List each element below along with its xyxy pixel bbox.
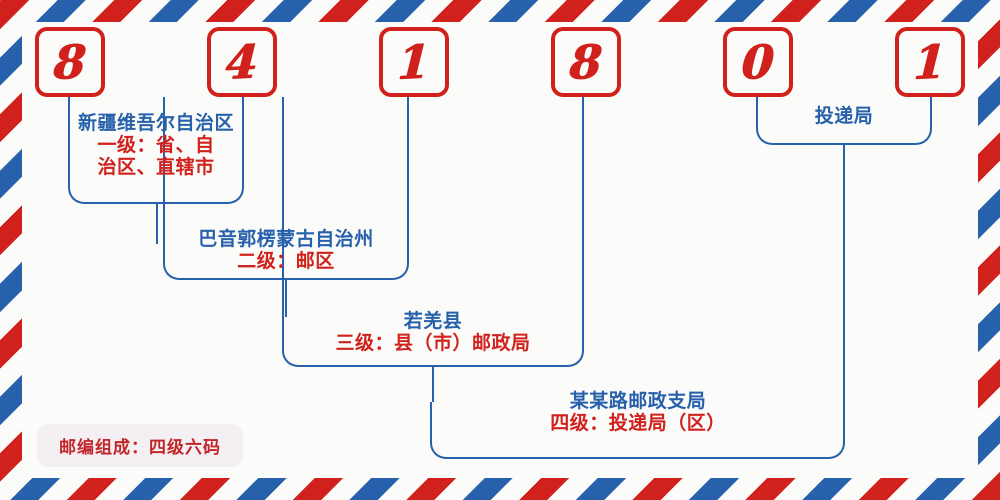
- level-4-bracket: [430, 402, 845, 459]
- postcode-digit-2: 4: [224, 34, 260, 90]
- postcode-digit-6: 1: [912, 34, 948, 90]
- level-1-level-line1: 一级：省、自: [97, 134, 215, 157]
- postcode-composition-badge: 邮编组成：四级六码: [37, 424, 243, 467]
- level-2-label: 巴音郭楞蒙古自治州 二级：邮区: [165, 228, 407, 272]
- level-3-level: 三级：县（市）邮政局: [335, 332, 531, 355]
- postcode-digit-3-box[interactable]: 1: [379, 27, 449, 97]
- postcode-digit-1-box[interactable]: 8: [35, 27, 105, 97]
- level-2-bracket: [163, 97, 409, 280]
- postcode-digit-5: 0: [740, 34, 776, 90]
- postcode-digit-4: 8: [568, 34, 604, 90]
- level-3-label: 若羌县 三级：县（市）邮政局: [283, 310, 583, 354]
- delivery-office-bracket: [756, 97, 932, 145]
- level-1-name: 新疆维吾尔自治区: [77, 112, 234, 134]
- postcode-digit-4-box[interactable]: 8: [551, 27, 621, 97]
- postcode-composition-text: 邮编组成：四级六码: [59, 438, 221, 458]
- level-4-level: 四级：投递局（区）: [550, 412, 726, 435]
- level-3-bracket: [282, 97, 584, 367]
- level-1-label: 新疆维吾尔自治区 一级：省、自 治区、直辖市: [56, 112, 256, 178]
- level-1-level-line2: 治区、直辖市: [97, 156, 215, 179]
- level-2-level: 二级：邮区: [237, 250, 335, 273]
- delivery-office-name: 投递局: [814, 105, 874, 127]
- level-2-name: 巴音郭楞蒙古自治州: [198, 228, 374, 250]
- postcode-digit-3: 1: [396, 34, 432, 90]
- postcode-digit-2-box[interactable]: 4: [207, 27, 277, 97]
- envelope-paper: [22, 22, 978, 478]
- level-1-stem: [156, 204, 158, 244]
- postcode-digit-5-box[interactable]: 0: [723, 27, 793, 97]
- delivery-office-label: 投递局: [756, 105, 932, 127]
- level-3-stem: [432, 367, 434, 402]
- level-4-name: 某某路邮政支局: [569, 390, 707, 412]
- postcode-digit-1: 8: [52, 34, 88, 90]
- delivery-office-stem: [843, 145, 845, 403]
- level-2-stem: [285, 280, 287, 317]
- level-4-label: 某某路邮政支局 四级：投递局（区）: [432, 390, 844, 434]
- level-1-bracket: [68, 97, 244, 204]
- level-3-name: 若羌县: [403, 310, 463, 332]
- postcode-digit-6-box[interactable]: 1: [895, 27, 965, 97]
